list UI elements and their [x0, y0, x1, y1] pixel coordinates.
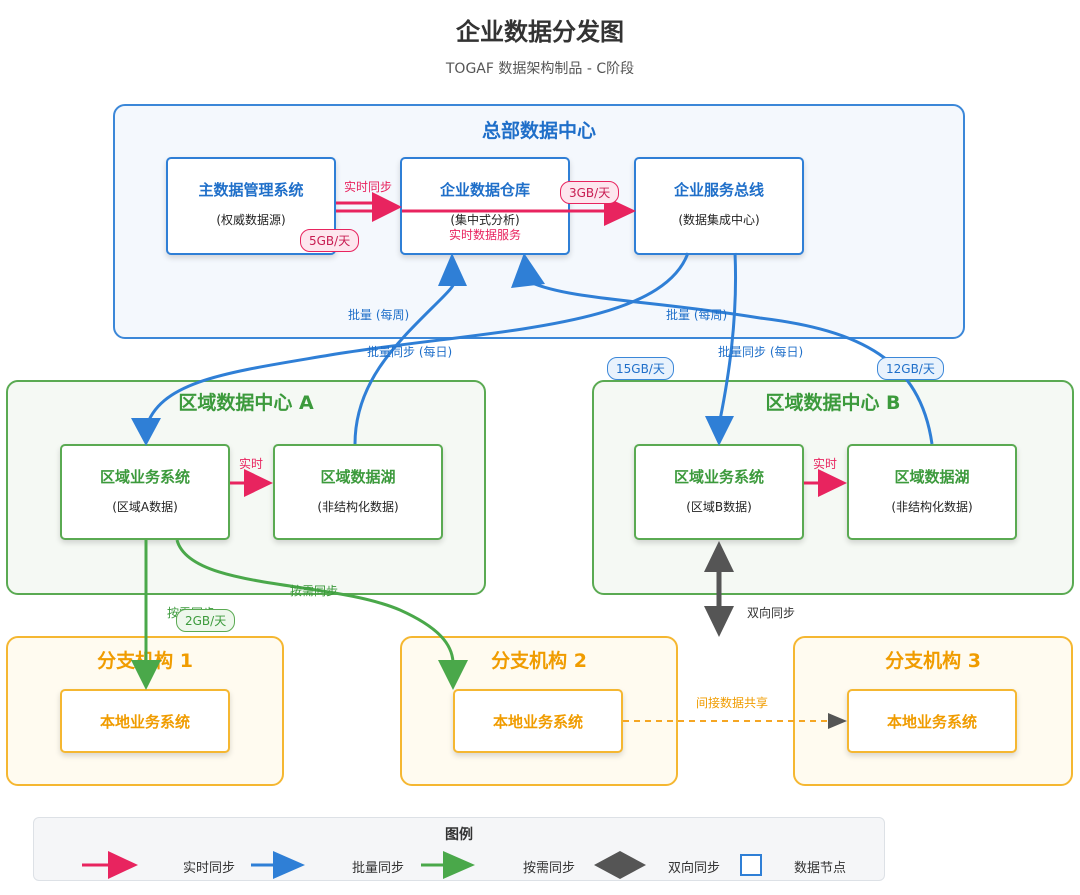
region-a-to-branch-2-label: 按需同步	[290, 584, 339, 598]
legend-on-demand-label: 按需同步	[523, 861, 576, 876]
region-a-lake-subtitle: (非结构化数据)	[317, 500, 399, 514]
region-b-business-node[interactable]: 区域业务系统 (区域B数据)	[634, 444, 804, 540]
region-a-to-branch-2-arrow	[175, 539, 468, 690]
edw-subtitle-2: 实时数据服务	[448, 228, 521, 242]
region-b-realtime-arrow	[804, 469, 847, 497]
branch-2-title: 分支机构 2	[491, 650, 587, 672]
esb-to-region-b-volume-badge: 15GB/天	[607, 357, 674, 380]
region-b-bidirectional-arrow	[704, 541, 734, 637]
region-a-lake-to-edw-label: 批量 (每周)	[348, 308, 410, 322]
edw-to-esb-volume-badge: 3GB/天	[560, 181, 620, 204]
region-b-lake-title: 区域数据湖	[894, 468, 970, 486]
legend: 图例 实时同步 批量同步 按需同步 双向同步 数据节点	[33, 817, 885, 881]
branch-2-to-branch-3-arrow	[623, 713, 847, 729]
region-b-lake-subtitle: (非结构化数据)	[891, 500, 973, 514]
esb-subtitle: (数据集成中心)	[678, 213, 760, 227]
legend-bidirectional-symbol	[594, 851, 646, 879]
region-b-realtime-label: 实时	[813, 457, 838, 471]
edw-title: 企业数据仓库	[439, 181, 530, 199]
diagram-title: 企业数据分发图	[456, 18, 624, 46]
region-a-business-node[interactable]: 区域业务系统 (区域A数据)	[60, 444, 230, 540]
branch-2-system-node[interactable]: 本地业务系统	[453, 689, 623, 753]
branch-3-system-title: 本地业务系统	[886, 713, 977, 731]
mdm-subtitle: (权威数据源)	[216, 213, 286, 227]
esb-node[interactable]: 企业服务总线 (数据集成中心)	[634, 157, 804, 255]
headquarters-title: 总部数据中心	[481, 120, 596, 142]
esb-to-region-b-arrow	[705, 252, 738, 446]
region-a-to-branch-1-volume-badge: 2GB/天	[176, 609, 236, 632]
branch-3-title: 分支机构 3	[885, 650, 981, 672]
diagram-subtitle: TOGAF 数据架构制品 - C阶段	[445, 61, 635, 77]
region-b-lake-volume-badge: 12GB/天	[877, 357, 944, 380]
region-b-business-subtitle: (区域B数据)	[686, 500, 752, 514]
branch-2-system-title: 本地业务系统	[492, 713, 583, 731]
branch-3-system-node[interactable]: 本地业务系统	[847, 689, 1017, 753]
region-b-bidirectional-label: 双向同步	[747, 606, 796, 620]
branch-2-to-branch-3-label: 间接数据共享	[696, 696, 769, 710]
region-b-lake-node[interactable]: 区域数据湖 (非结构化数据)	[847, 444, 1017, 540]
region-a-lake-to-edw-arrow	[353, 253, 467, 445]
region-a-title: 区域数据中心 A	[178, 392, 314, 414]
legend-title: 图例	[445, 827, 473, 843]
legend-batch-label: 批量同步	[352, 861, 405, 876]
region-a-business-title: 区域业务系统	[99, 468, 190, 486]
legend-node-icon	[740, 854, 762, 876]
branch-1-system-node[interactable]: 本地业务系统	[60, 689, 230, 753]
edw-node[interactable]: 企业数据仓库 (集中式分析) 实时数据服务	[400, 157, 570, 255]
legend-node-label: 数据节点	[794, 861, 847, 876]
region-a-realtime-label: 实时	[239, 457, 264, 471]
legend-symbols	[82, 851, 646, 879]
region-b-business-title: 区域业务系统	[673, 468, 764, 486]
edw-subtitle: (集中式分析)	[450, 213, 520, 227]
legend-bidirectional-label: 双向同步	[668, 861, 721, 876]
esb-to-region-b-label: 批量同步 (每日)	[718, 345, 804, 359]
region-a-lake-node[interactable]: 区域数据湖 (非结构化数据)	[273, 444, 443, 540]
esb-to-region-a-label: 批量同步 (每日)	[367, 345, 453, 359]
mdm-to-edw-volume-badge: 5GB/天	[300, 229, 360, 252]
region-a-to-branch-1-arrow	[131, 540, 161, 690]
region-a-business-subtitle: (区域A数据)	[112, 500, 178, 514]
esb-title: 企业服务总线	[673, 181, 764, 199]
mdm-to-edw-label: 实时同步	[344, 180, 393, 194]
branch-1-system-title: 本地业务系统	[99, 713, 190, 731]
legend-realtime-label: 实时同步	[183, 861, 236, 876]
legend-on-demand-symbol	[421, 851, 475, 879]
region-a-realtime-arrow	[230, 469, 273, 497]
region-a-lake-title: 区域数据湖	[320, 468, 396, 486]
mdm-title: 主数据管理系统	[198, 181, 304, 199]
region-b-title: 区域数据中心 B	[765, 392, 901, 414]
legend-batch-symbol	[251, 851, 305, 879]
mdm-to-edw-arrow	[336, 192, 402, 222]
region-b-lake-to-edw-label: 批量 (每周)	[666, 308, 728, 322]
legend-realtime-symbol	[82, 851, 138, 879]
